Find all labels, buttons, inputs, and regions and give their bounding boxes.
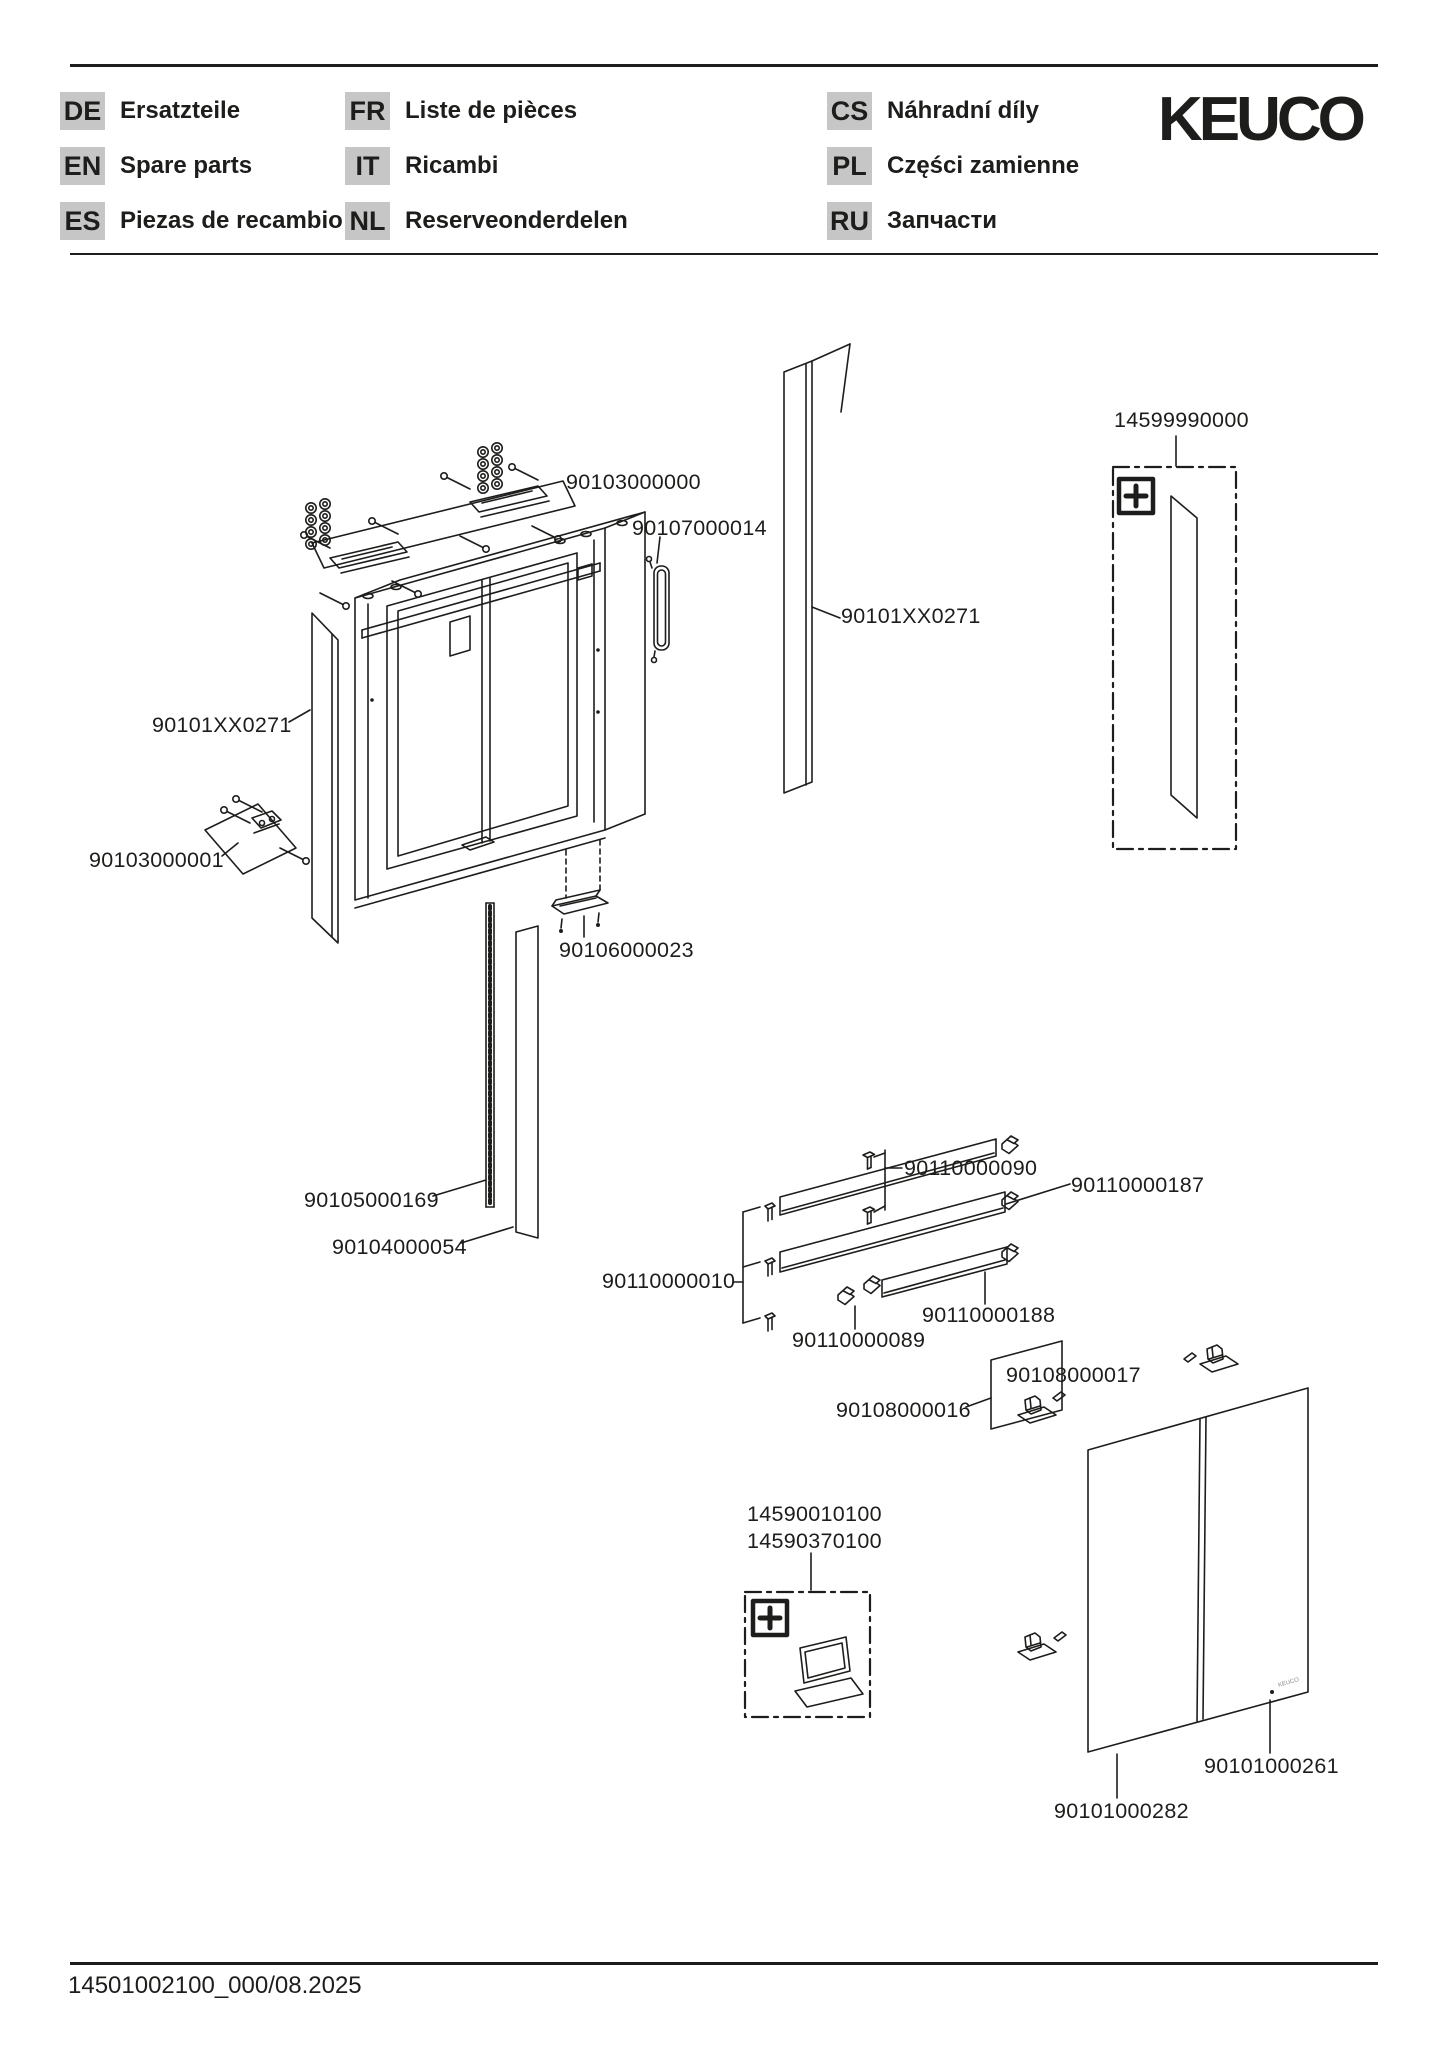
cabinet-frame [354, 511, 646, 909]
header-bottom-rule [70, 253, 1378, 255]
language-entry-de: DE Ersatzteile [60, 92, 240, 130]
part-label-door-kit: 14590010100 14590370100 [747, 1501, 882, 1555]
plus-icon [1116, 476, 1156, 516]
leader-lines [221, 435, 1271, 1799]
language-entry-en: EN Spare parts [60, 147, 252, 185]
language-label: Reserveonderdelen [405, 207, 628, 234]
document-number: 14501002100_000/08.2025 [68, 1972, 362, 1999]
part-label-90107000014: 90107000014 [632, 516, 767, 540]
language-code-badge: NL [345, 202, 390, 240]
door-kit-box [743, 1590, 872, 1719]
single-bracket-assembly [204, 794, 311, 875]
plus-icon [750, 1598, 790, 1638]
part-label-90110000090: 90110000090 [904, 1156, 1038, 1180]
part-label-90105000169: 90105000169 [304, 1188, 439, 1212]
keuco-logo: KEUCO [1158, 85, 1366, 154]
part-label-90110000089: 90110000089 [792, 1328, 926, 1352]
light-strip [485, 902, 495, 1208]
language-entry-es: ES Piezas de recambio [60, 202, 343, 240]
language-label: Części zamienne [887, 152, 1080, 179]
language-label: Ricambi [405, 152, 499, 179]
language-code-badge: DE [60, 92, 105, 130]
part-label-14599990000: 14599990000 [1114, 408, 1249, 432]
wall-bracket-assembly [299, 441, 576, 611]
hinge-parts [990, 1340, 1239, 1661]
part-label-90106000023: 90106000023 [559, 938, 694, 962]
language-entry-pl: PL Części zamienne [827, 147, 1079, 185]
language-code-badge: PL [827, 147, 872, 185]
language-code-badge: RU [827, 202, 872, 240]
part-label-90103000000: 90103000000 [566, 470, 701, 494]
language-label: Spare parts [120, 152, 253, 179]
part-label-90101000261: 90101000261 [1204, 1754, 1339, 1778]
part-label-14590370100: 14590370100 [747, 1529, 882, 1553]
part-label-90101XX0271-left: 90101XX0271 [152, 713, 292, 737]
replacement-mirror-kit-box [1111, 465, 1238, 851]
bottom-latch [551, 839, 609, 933]
handle-strip [645, 555, 670, 664]
glass-shelves [764, 1135, 1019, 1332]
language-label: Ersatzteile [120, 97, 241, 124]
language-code-badge: IT [345, 147, 390, 185]
language-entry-ru: RU Запчасти [827, 202, 997, 240]
language-entry-nl: NL Reserveonderdelen [345, 202, 628, 240]
language-label: Piezas de recambio [120, 207, 343, 234]
side-panel-left [311, 612, 339, 944]
part-label-90101000282: 90101000282 [1054, 1799, 1189, 1823]
language-label: Liste de pièces [405, 97, 578, 124]
language-label: Запчасти [887, 207, 998, 234]
language-code-badge: EN [60, 147, 105, 185]
part-label-90108000017: 90108000017 [1006, 1363, 1141, 1387]
cover-profile [515, 925, 539, 1239]
side-panel-right [783, 343, 851, 794]
language-code-badge: CS [827, 92, 872, 130]
language-entry-cs: CS Náhradní díly [827, 92, 1039, 130]
language-code-badge: FR [345, 92, 390, 130]
laptop-icon [794, 1636, 864, 1708]
part-label-90103000001: 90103000001 [89, 848, 224, 872]
part-label-90108000016: 90108000016 [836, 1398, 971, 1422]
part-label-90110000188: 90110000188 [922, 1303, 1056, 1327]
part-label-14590010100: 14590010100 [747, 1502, 882, 1526]
part-label-90110000010: 90110000010 [602, 1269, 736, 1293]
language-entry-it: IT Ricambi [345, 147, 498, 185]
part-label-90101XX0271-right: 90101XX0271 [841, 604, 981, 628]
footer-rule [70, 1962, 1378, 1965]
language-label: Náhradní díly [887, 97, 1040, 124]
language-entry-fr: FR Liste de pièces [345, 92, 577, 130]
header-top-rule [70, 64, 1378, 67]
language-code-badge: ES [60, 202, 105, 240]
part-label-90104000054: 90104000054 [332, 1235, 467, 1259]
mirror-doors [1087, 1387, 1309, 1753]
part-label-90110000187: 90110000187 [1071, 1173, 1205, 1197]
